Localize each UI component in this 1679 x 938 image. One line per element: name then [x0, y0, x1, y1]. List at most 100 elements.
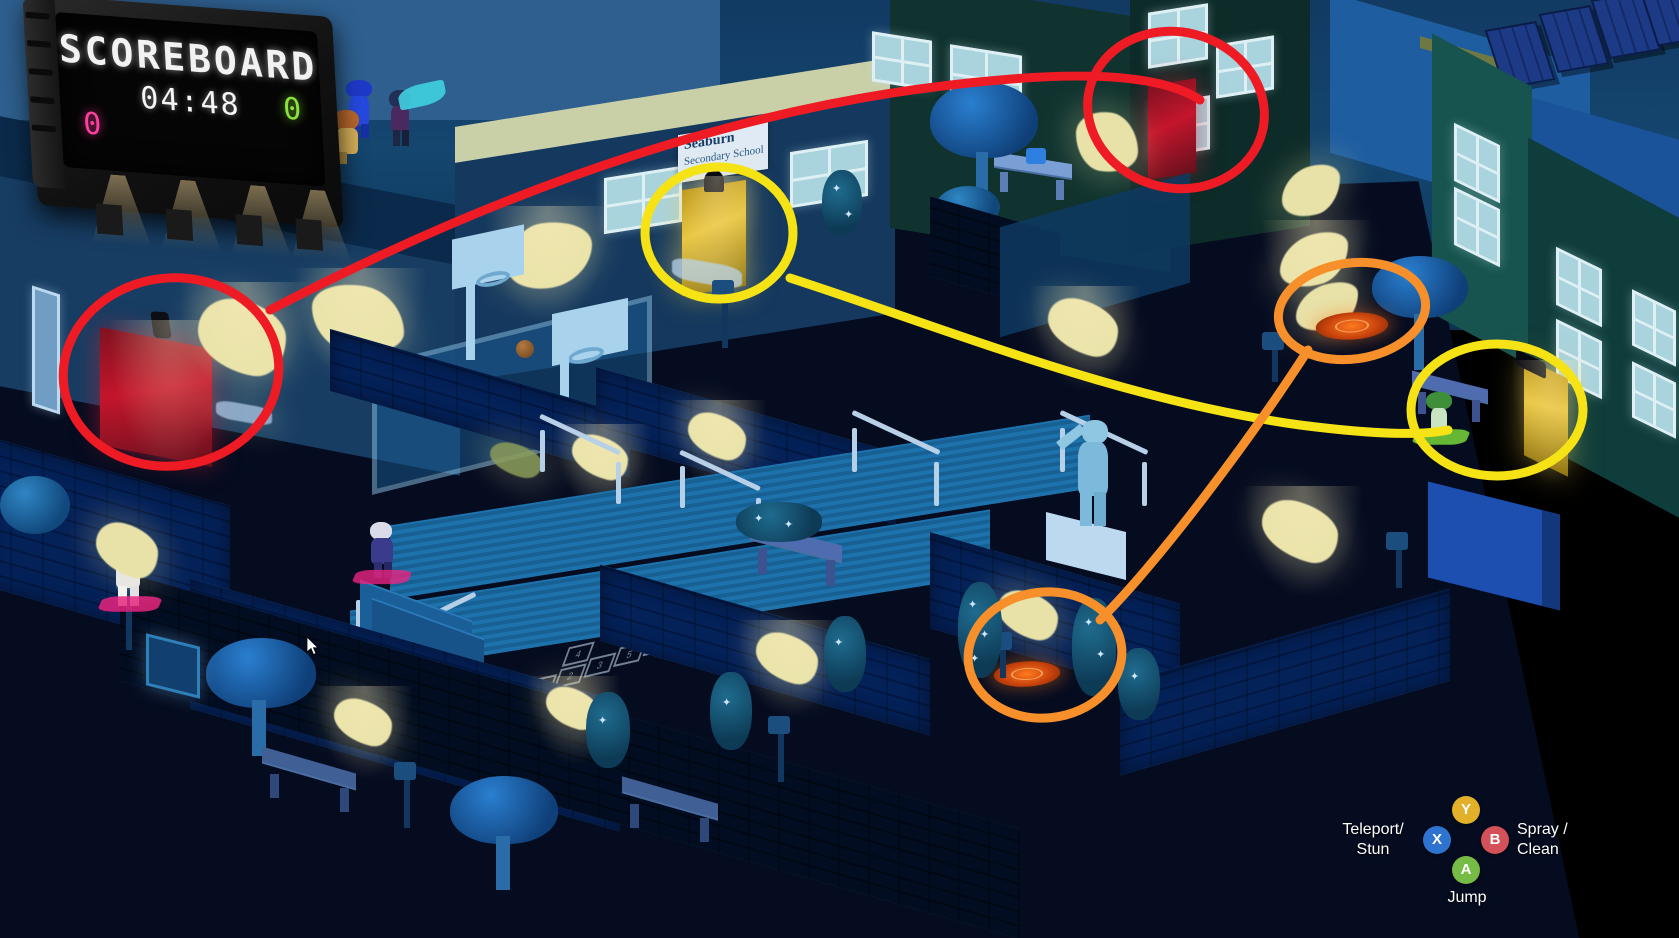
railing-post [680, 466, 685, 508]
tree-canopy [1372, 256, 1468, 318]
railing-post [1060, 428, 1065, 472]
railing-post [540, 430, 545, 472]
lamp-post [1396, 540, 1402, 588]
lamp-post [126, 580, 132, 650]
label-teleport-stun-line2: Stun [1356, 841, 1390, 858]
scoreboard-leg [295, 218, 323, 251]
statue-head [1082, 420, 1108, 444]
door-yellow-right[interactable] [1524, 357, 1568, 477]
button-b[interactable]: B [1481, 826, 1509, 854]
wall-poster-left-edge [32, 285, 60, 415]
hedge-star: ✦ [1130, 671, 1140, 683]
scoreboard-score-left: 0 [82, 106, 103, 143]
wall-lamp-center [704, 170, 724, 192]
hedge: ✦ [586, 692, 630, 768]
bench-leg [630, 804, 639, 828]
railing-post [616, 462, 621, 504]
railing-post [356, 600, 361, 644]
lamp-head [1262, 332, 1284, 350]
hedge-star: ✦ [980, 629, 990, 641]
button-x[interactable]: X [1423, 826, 1451, 854]
window [872, 31, 932, 91]
tree-canopy [930, 82, 1038, 158]
hedge-star: ✦ [968, 599, 978, 611]
lamp-head [768, 716, 790, 734]
character-leg [339, 152, 347, 164]
hedge-star: ✦ [970, 653, 980, 665]
door-red-right[interactable] [1148, 78, 1196, 180]
statue-figure [1056, 420, 1120, 528]
tree-trunk [1414, 314, 1424, 370]
label-spray-clean: Spray / Clean [1517, 820, 1617, 860]
button-y[interactable]: Y [1452, 796, 1480, 824]
button-a[interactable]: A [1452, 856, 1480, 884]
railing-post [1142, 462, 1147, 506]
bench-leg [1056, 180, 1064, 200]
bench-leg [270, 774, 279, 798]
character-leg [402, 130, 409, 146]
statue-leg [1094, 492, 1106, 526]
hedge-star: ✦ [1084, 617, 1094, 629]
label-teleport-stun: Teleport/ Stun [1327, 820, 1419, 860]
lamp-head [394, 762, 416, 780]
label-spray-clean-line1: Spray / [1517, 821, 1568, 838]
hedge-star: ✦ [722, 697, 732, 709]
lamp-head [1386, 532, 1408, 550]
statue-body [1078, 442, 1108, 496]
hedge-star: ✦ [834, 637, 844, 649]
character-leg [130, 586, 139, 606]
hedge: ✦ ✦ ✦ [958, 582, 1002, 678]
scoreboard-rung [26, 39, 52, 48]
hedge-star: ✦ [832, 183, 842, 195]
tree-canopy [206, 638, 316, 708]
basketball[interactable] [516, 340, 534, 358]
tree-trunk [252, 700, 266, 756]
tree-canopy [450, 776, 558, 844]
character-leg [393, 130, 400, 146]
hoop-pole-near [560, 356, 569, 430]
window [1148, 3, 1208, 69]
tree-trunk [496, 836, 510, 890]
bench-leg [1472, 400, 1480, 422]
controls-hud: Y X B A Teleport/ Stun Spray / Clean Jum… [1327, 780, 1657, 920]
hedge-star: ✦ [844, 209, 854, 221]
door-red-left[interactable] [100, 327, 212, 467]
character-leg [118, 586, 127, 606]
bench-leg [1000, 172, 1008, 192]
statue-leg [1080, 492, 1092, 526]
label-jump: Jump [1447, 889, 1487, 906]
hedge: ✦ [1118, 648, 1160, 720]
bench-leg [758, 548, 767, 574]
scoreboard-leg [235, 213, 264, 247]
scoreboard-leg [95, 203, 124, 236]
spray-splat-pink [96, 596, 164, 612]
bush [0, 476, 70, 534]
hedge-star: ✦ [754, 513, 764, 525]
bench-bag [1026, 148, 1046, 164]
hedge: ✦ ✦ [736, 502, 822, 542]
scoreboard-screen: SCOREBOARD 04:48 0 0 [55, 12, 326, 187]
bench-leg [340, 788, 349, 812]
tree-trunk [976, 152, 988, 192]
scoreboard-rung [25, 11, 50, 20]
label-teleport-stun-line1: Teleport/ [1342, 821, 1404, 838]
lamp-head [712, 280, 734, 298]
character-head [370, 522, 392, 540]
hedge: ✦ [824, 616, 866, 692]
hedge: ✦ [710, 672, 752, 750]
scoreboard-rung [30, 96, 55, 105]
scoreboard-leg [165, 208, 194, 241]
hedge-star: ✦ [1096, 649, 1106, 661]
scoreboard-rung [31, 124, 56, 133]
bench-leg [826, 560, 835, 586]
railing-post [852, 428, 857, 472]
lamp-post [722, 288, 728, 348]
hedge: ✦ ✦ [1072, 598, 1116, 696]
scoreboard: SCOREBOARD 04:48 0 0 [22, 0, 343, 228]
wall-lamp-left [150, 311, 172, 339]
hedge-star: ✦ [598, 715, 608, 727]
hedge-star: ✦ [784, 519, 794, 531]
scoreboard-rung [28, 68, 53, 76]
spray-splat-green [1410, 429, 1472, 445]
